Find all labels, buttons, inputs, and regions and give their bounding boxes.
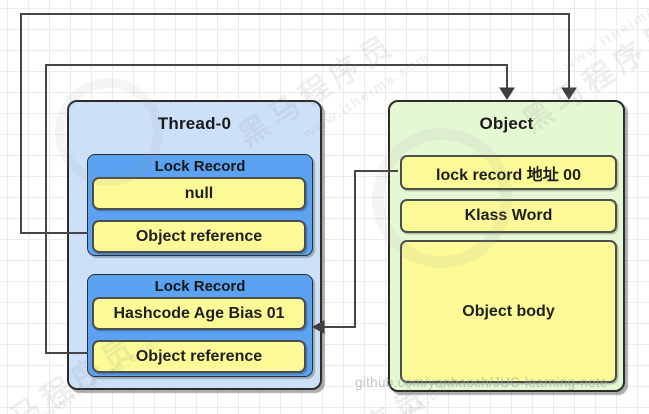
thread-box-title: Thread-0 — [157, 114, 232, 133]
slot-lock-record-address: lock record 地址 00 — [400, 155, 617, 190]
lock-record-2: Lock Record Hashcode Age Bias 01 Object … — [87, 274, 313, 377]
slot-object-reference-2: Object reference — [92, 340, 306, 373]
slot-object-body: Object body — [400, 240, 617, 383]
slot-hashcode-age-bias: Hashcode Age Bias 01 — [92, 297, 306, 330]
lock-record-2-title: Lock Record — [154, 278, 246, 295]
object-box: Object lock record 地址 00 Klass Word Obje… — [388, 100, 625, 392]
thread-box: Thread-0 Lock Record null Object referen… — [67, 100, 322, 390]
lock-record-1: Lock Record null Object reference — [87, 154, 313, 256]
object-box-title: Object — [479, 114, 534, 133]
slot-null: null — [92, 177, 306, 210]
watermark-url-text: www.itheima.com — [560, 0, 649, 74]
slot-object-reference-1: Object reference — [92, 220, 306, 253]
arrow-lockaddr-to-lockrecord2 — [311, 170, 398, 334]
lock-record-1-title: Lock Record — [154, 158, 246, 175]
slot-klass-word: Klass Word — [400, 199, 617, 233]
